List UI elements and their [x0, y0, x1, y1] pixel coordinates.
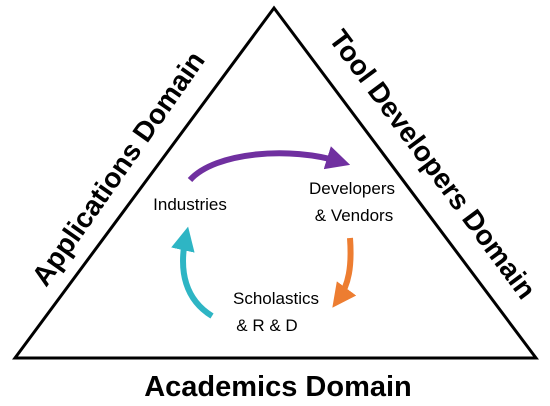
arrow-scholastics-to-industries: [171, 226, 214, 319]
scholastics-label-line2: & R & D: [236, 316, 297, 335]
scholastics-label-line1: Scholastics: [233, 289, 319, 308]
academics-domain-label: Academics Domain: [144, 371, 412, 403]
tool-developers-domain-label: Tool Developers Domain: [323, 24, 542, 305]
arrow-industries-to-developers: [187, 146, 351, 183]
triangle-outline: [12, 5, 539, 360]
developers-label-line2: & Vendors: [315, 206, 393, 225]
industries-label: Industries: [153, 195, 227, 214]
developers-label-line1: Developers: [309, 179, 395, 198]
arrow-developers-to-scholastics: [332, 237, 357, 308]
